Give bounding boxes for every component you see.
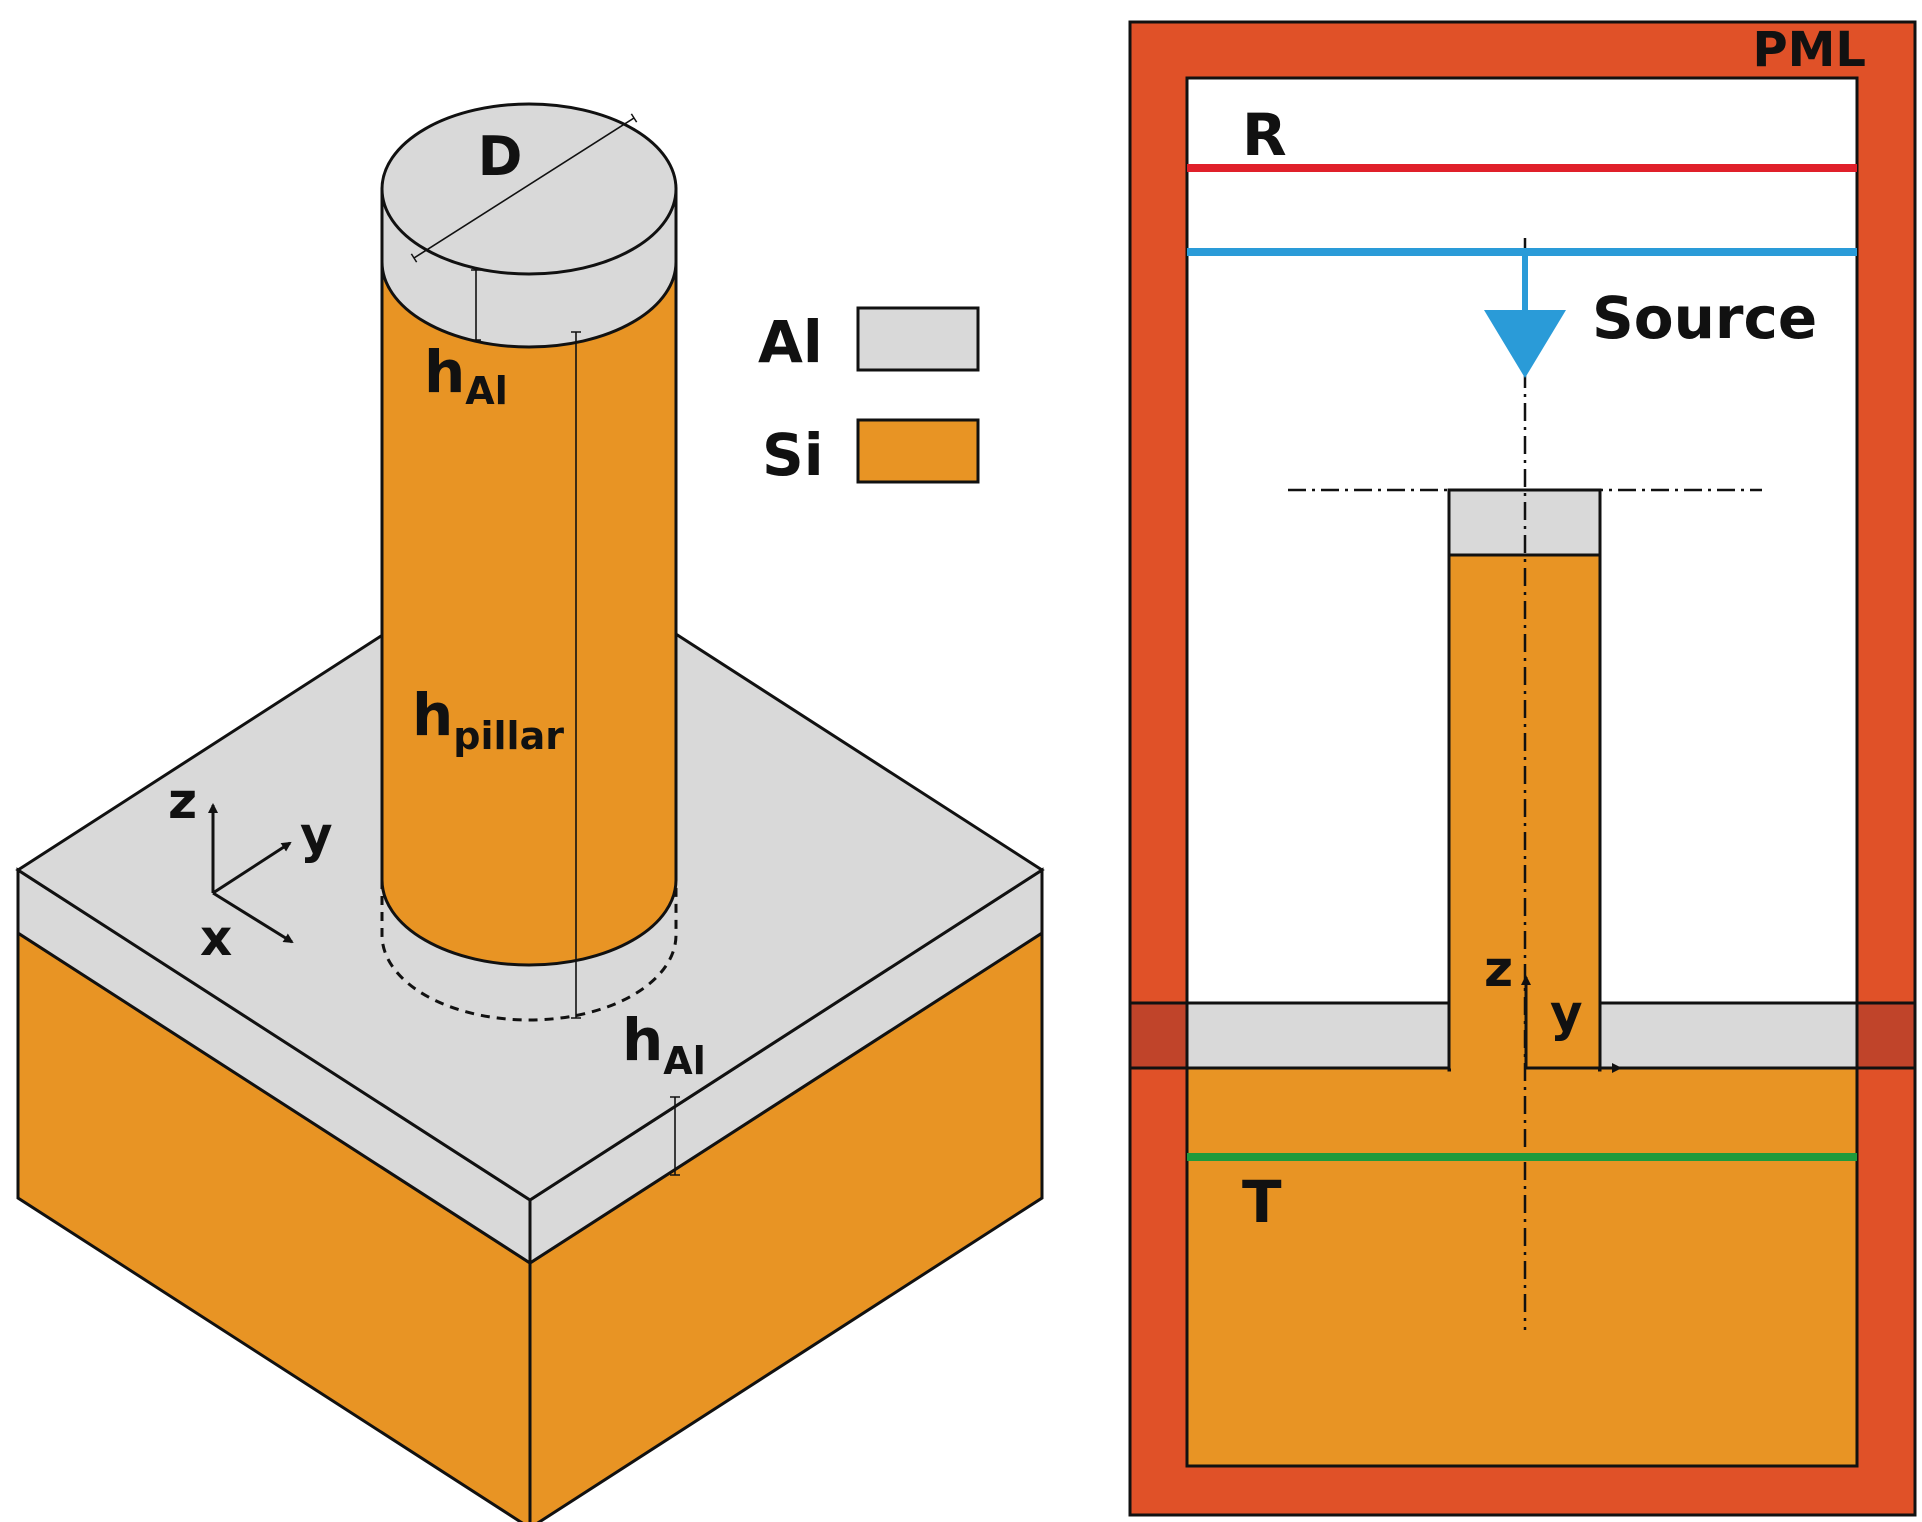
si-substrate-section <box>1185 1066 1859 1468</box>
bottom-al-thickness-label: hAl <box>622 1006 706 1083</box>
diameter-dimension-line <box>410 113 638 263</box>
reflection-label: R <box>1242 101 1287 169</box>
cross-section-axes: z y <box>1484 940 1622 1073</box>
transmission-label: T <box>1242 1168 1282 1236</box>
diameter-label: D <box>478 125 523 188</box>
pillar-base-hidden-outline <box>380 880 678 1022</box>
source-label: Source <box>1592 284 1817 352</box>
pml-label: PML <box>1752 22 1866 78</box>
axis-z-label: z <box>168 772 197 830</box>
pillar-top-face <box>380 102 678 276</box>
legend-item-al: Al <box>758 306 980 376</box>
al-layer-section-left <box>1185 1001 1451 1070</box>
axis-y-label: y <box>300 806 333 864</box>
pillar-si-body <box>380 260 678 967</box>
pml-overlap-left <box>1128 1001 1189 1070</box>
isometric-axes: z y x <box>168 772 333 967</box>
legend-si-label: Si <box>762 421 824 489</box>
pml-overlap-right <box>1855 1001 1917 1070</box>
top-al-thickness-label: hAl <box>424 338 508 413</box>
source-arrow-head <box>1484 310 1566 378</box>
isometric-view: D hAl hpillar hAl z y x <box>15 102 1045 1522</box>
legend-si-swatch <box>856 418 980 484</box>
section-axis-y-label: y <box>1550 984 1583 1042</box>
legend-al-label: Al <box>758 308 823 376</box>
legend-item-si: Si <box>762 418 980 489</box>
section-axis-z-label: z <box>1484 940 1513 998</box>
al-layer-section-right <box>1598 1001 1859 1070</box>
cross-section-view: R Source T PML z y <box>1128 20 1917 1517</box>
pillar-height-label: hpillar <box>412 681 564 758</box>
axis-x-label: x <box>200 909 232 967</box>
legend-al-swatch <box>856 306 980 372</box>
material-legend: Al Si <box>758 306 980 489</box>
